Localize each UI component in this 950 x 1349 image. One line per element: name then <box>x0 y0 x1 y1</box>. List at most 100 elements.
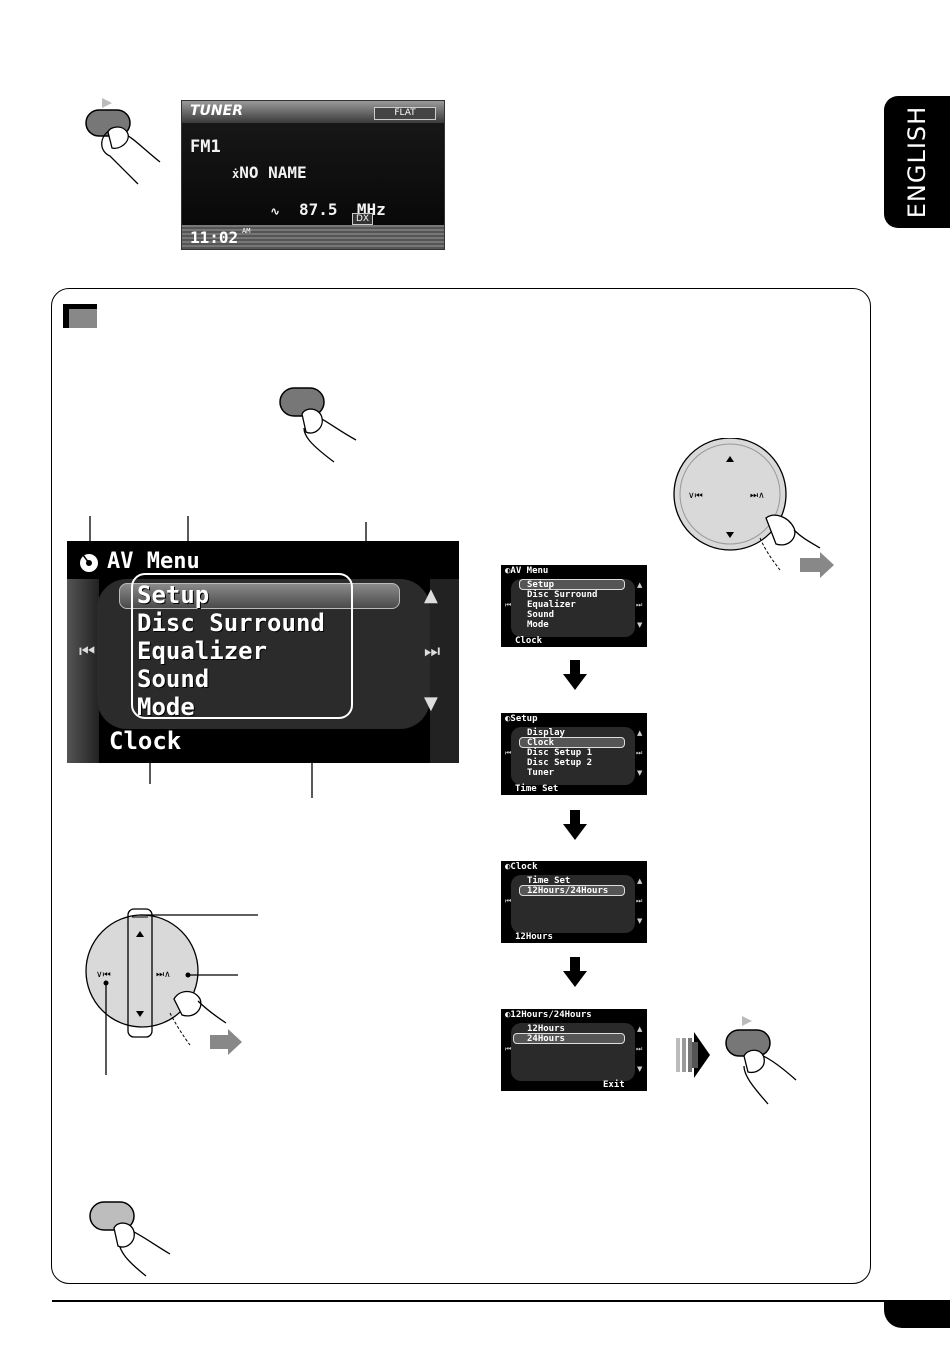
control-dial-detail-icon: ∨⏮ ⏭∧ <box>85 908 258 1075</box>
control-dial-icon: ∨⏮ ⏭∧ <box>673 438 834 578</box>
down-arrow-icon: ▼ <box>637 769 643 777</box>
step3-item: Time Set <box>527 876 571 886</box>
am-pm-indicator: AM <box>242 227 251 235</box>
previous-icon[interactable]: ⏮ <box>79 641 96 662</box>
step3-footer: 12Hours <box>515 932 553 942</box>
menu-items-outline <box>131 573 353 719</box>
step1-selection <box>519 579 625 590</box>
next-icon[interactable]: ⏭ <box>424 641 441 662</box>
tuner-display: TUNER FLAT FM1 ẋNO NAME ∿ 87.5 MHz DX 11… <box>181 100 445 250</box>
up-arrow-icon: ▲ <box>637 729 643 737</box>
frequency-value: 87.5 <box>299 200 338 219</box>
language-tab-label: ENGLISH <box>903 105 931 219</box>
eq-mode-badge: FLAT <box>374 107 436 120</box>
step2-title: Setup <box>510 714 538 724</box>
svg-text:∨⏮: ∨⏮ <box>688 491 703 501</box>
next-icon: ⏭ <box>636 749 643 757</box>
step4-selection <box>513 1033 625 1044</box>
section-marker-icon <box>63 304 97 328</box>
menu-item-setup[interactable]: Setup <box>137 581 210 609</box>
flow-arrow-down-icon <box>563 810 587 840</box>
step4-item: 24Hours <box>527 1034 565 1044</box>
step1-item: Mode <box>527 620 549 630</box>
menu-item-sound[interactable]: Sound <box>137 665 210 693</box>
step2-item: Clock <box>527 738 555 748</box>
step2-item: Display <box>527 728 565 738</box>
step2-body <box>511 727 635 785</box>
step3-title: Clock <box>510 862 538 872</box>
band-label: FM1 <box>190 137 221 157</box>
svg-text:⏭∧: ⏭∧ <box>156 970 171 980</box>
step3-item: 12Hours/24Hours <box>527 886 609 896</box>
step2-item: Disc Setup 1 <box>527 748 593 758</box>
step-display-clock: ◐Clock Time Set 12Hours/24Hours ⏮ ▲ ⏭ ▼ … <box>501 861 647 943</box>
section-frame <box>51 288 871 1284</box>
next-icon: ⏭ <box>636 897 643 905</box>
menu-footer: Clock <box>109 727 182 755</box>
step2-footer: Time Set <box>515 784 559 794</box>
next-icon: ⏭ <box>636 1045 643 1053</box>
menu-item-mode[interactable]: Mode <box>137 693 195 721</box>
flow-arrow-down-icon <box>563 660 587 690</box>
up-arrow-icon[interactable]: ▲ <box>424 585 438 606</box>
previous-icon: ⏮ <box>505 749 512 757</box>
step-display-setup: ◐Setup Display Clock Disc Setup 1 Disc S… <box>501 713 647 795</box>
up-arrow-icon: ▲ <box>637 1025 643 1033</box>
press-button-icon <box>85 98 161 185</box>
step1-item: Sound <box>527 610 555 620</box>
menu-item-disc-surround[interactable]: Disc Surround <box>137 609 325 637</box>
tuner-header-label: TUNER <box>190 103 243 119</box>
step4-item: 12Hours <box>527 1024 565 1034</box>
up-arrow-icon: ▲ <box>637 877 643 885</box>
step2-item: Disc Setup 2 <box>527 758 593 768</box>
tuner-statusbar: 11:02 AM <box>182 225 444 249</box>
step2-selection <box>519 737 625 748</box>
av-menu-title: AV Menu <box>107 549 200 574</box>
step1-item: Setup <box>527 580 555 590</box>
step1-title: AV Menu <box>510 566 549 576</box>
step3-selection <box>519 885 625 896</box>
station-name-row: ẋNO NAME <box>232 163 307 182</box>
step1-item: Equalizer <box>527 600 576 610</box>
menu-item-equalizer[interactable]: Equalizer <box>137 637 268 665</box>
step1-item: Disc Surround <box>527 590 598 600</box>
step-display-12-24-hours: ◐12Hours/24Hours 12Hours 24Hours ⏮ ▲ ⏭ ▼… <box>501 1009 647 1091</box>
previous-icon: ⏮ <box>505 897 512 905</box>
step2-item: Tuner <box>527 768 555 778</box>
step3-title-row: ◐Clock <box>505 862 538 872</box>
av-menu-display: AV Menu Setup Disc Surround Equalizer So… <box>67 541 459 763</box>
down-arrow-icon: ▼ <box>637 621 643 629</box>
step4-body <box>511 1023 635 1081</box>
step4-title: 12Hours/24Hours <box>510 1010 592 1020</box>
disc-icon <box>80 554 98 572</box>
step2-title-row: ◐Setup <box>505 714 538 724</box>
svg-text:⏭∧: ⏭∧ <box>750 491 765 501</box>
selection-highlight <box>119 583 400 609</box>
back-button-press-icon <box>89 1201 171 1277</box>
right-panel <box>430 579 459 763</box>
dx-badge: DX <box>352 213 374 225</box>
step4-title-row: ◐12Hours/24Hours <box>505 1010 592 1020</box>
antenna-icon: ẋ <box>232 167 240 181</box>
tuner-header: TUNER FLAT <box>182 101 444 123</box>
left-panel <box>67 579 99 763</box>
next-icon: ⏭ <box>636 601 643 609</box>
up-arrow-icon: ▲ <box>637 581 643 589</box>
page-number-tab <box>884 1302 950 1328</box>
down-arrow-icon[interactable]: ▼ <box>424 693 438 714</box>
flow-arrow-down-icon <box>563 957 587 987</box>
down-arrow-icon: ▼ <box>637 917 643 925</box>
stereo-icon: ∿ <box>270 205 280 218</box>
language-tab: ENGLISH <box>884 96 950 228</box>
footer-rule <box>52 1300 950 1302</box>
exit-press-icon <box>676 1016 797 1105</box>
svg-text:∨⏮: ∨⏮ <box>96 970 111 980</box>
clock-time: 11:02 <box>190 228 239 247</box>
previous-icon: ⏮ <box>505 601 512 609</box>
step1-title-row: ◐AV Menu <box>505 566 549 576</box>
step3-body <box>511 875 635 933</box>
step1-footer: Clock <box>515 636 543 646</box>
step-display-av-menu: ◐AV Menu Setup Disc Surround Equalizer S… <box>501 565 647 647</box>
down-arrow-icon: ▼ <box>637 1065 643 1073</box>
previous-icon: ⏮ <box>505 1045 512 1053</box>
